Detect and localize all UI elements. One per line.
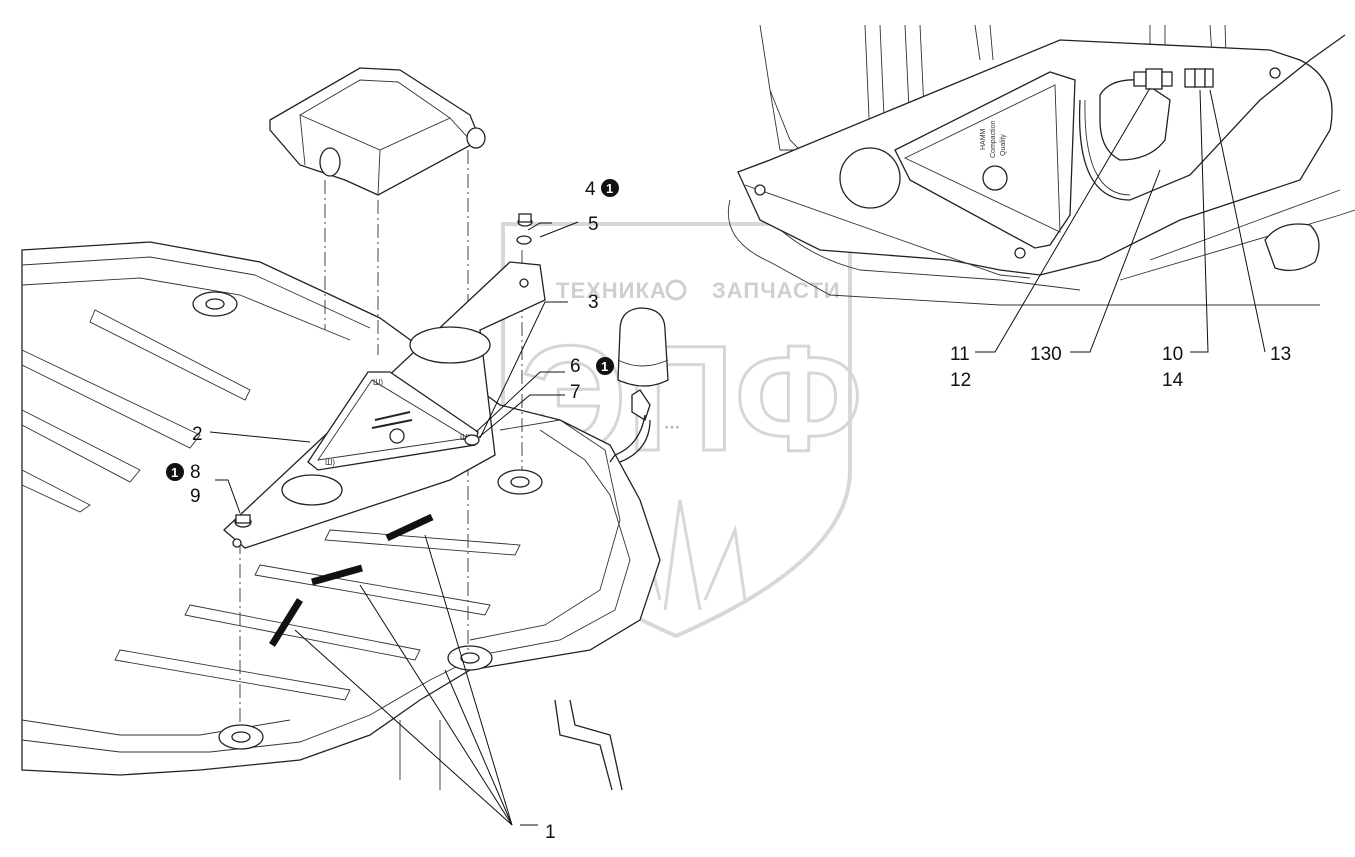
detail-sign-line3: Quality	[1000, 134, 1007, 156]
callout-2: 2	[192, 424, 203, 445]
note-badges: 1 1 1	[166, 179, 619, 481]
svg-text:1: 1	[601, 359, 608, 374]
detail-view: HAMM Compaction Quality	[727, 24, 1355, 306]
callout-3: 3	[588, 292, 599, 313]
svg-text:1: 1	[606, 181, 613, 196]
callout-130: 130	[1030, 344, 1062, 365]
mounting-plate: Ш) Ш) Ш)	[223, 261, 546, 549]
beacon-cable-mark: ° ° °	[665, 425, 679, 434]
callout-1: 1	[545, 822, 556, 843]
rotating-beacon: ° ° °	[609, 307, 679, 463]
callout-7: 7	[570, 382, 581, 403]
badge-8: 1	[166, 463, 184, 481]
roof-ribs-upper	[21, 309, 251, 513]
beacon-cover	[269, 67, 486, 196]
leader-lines	[209, 87, 1266, 826]
detail-sign-line1: HAMM	[980, 128, 987, 150]
watermark-left-word: ТЕХНИКА	[556, 278, 667, 303]
callout-labels: 1 2 3 4 5 6 7 8 9 11 12 130 10 14 13	[190, 179, 1291, 843]
callout-11: 11	[950, 344, 970, 365]
detail-cable	[1078, 34, 1346, 201]
callout-8: 8	[190, 462, 201, 483]
watermark-gear-icon	[665, 279, 687, 301]
callout-6: 6	[570, 356, 581, 377]
callout-4: 4	[585, 179, 596, 200]
detail-connectors	[1133, 68, 1214, 90]
callout-10: 10	[1162, 344, 1183, 365]
sign-mark-left: Ш)	[325, 458, 335, 467]
detail-sign-line2: Compaction	[990, 121, 997, 158]
badge-6: 1	[596, 357, 614, 375]
sign-mark-top: Ш)	[373, 378, 383, 387]
callout-5: 5	[588, 214, 599, 235]
svg-text:1: 1	[171, 465, 178, 480]
callout-13: 13	[1270, 344, 1291, 365]
roof-bolts	[192, 291, 543, 750]
triangular-sign	[307, 371, 479, 471]
callout-9: 9	[190, 486, 201, 507]
watermark-right-word: ЗАПЧАСТИ	[712, 278, 841, 303]
callout-12: 12	[950, 370, 971, 391]
roof-tray	[469, 419, 621, 641]
screw-washer	[516, 213, 533, 245]
roof-handrail	[554, 699, 623, 791]
roof-ribs-lower	[114, 529, 521, 701]
seal-strips	[269, 513, 434, 647]
callout-14: 14	[1162, 370, 1184, 391]
badge-4: 1	[601, 179, 619, 197]
